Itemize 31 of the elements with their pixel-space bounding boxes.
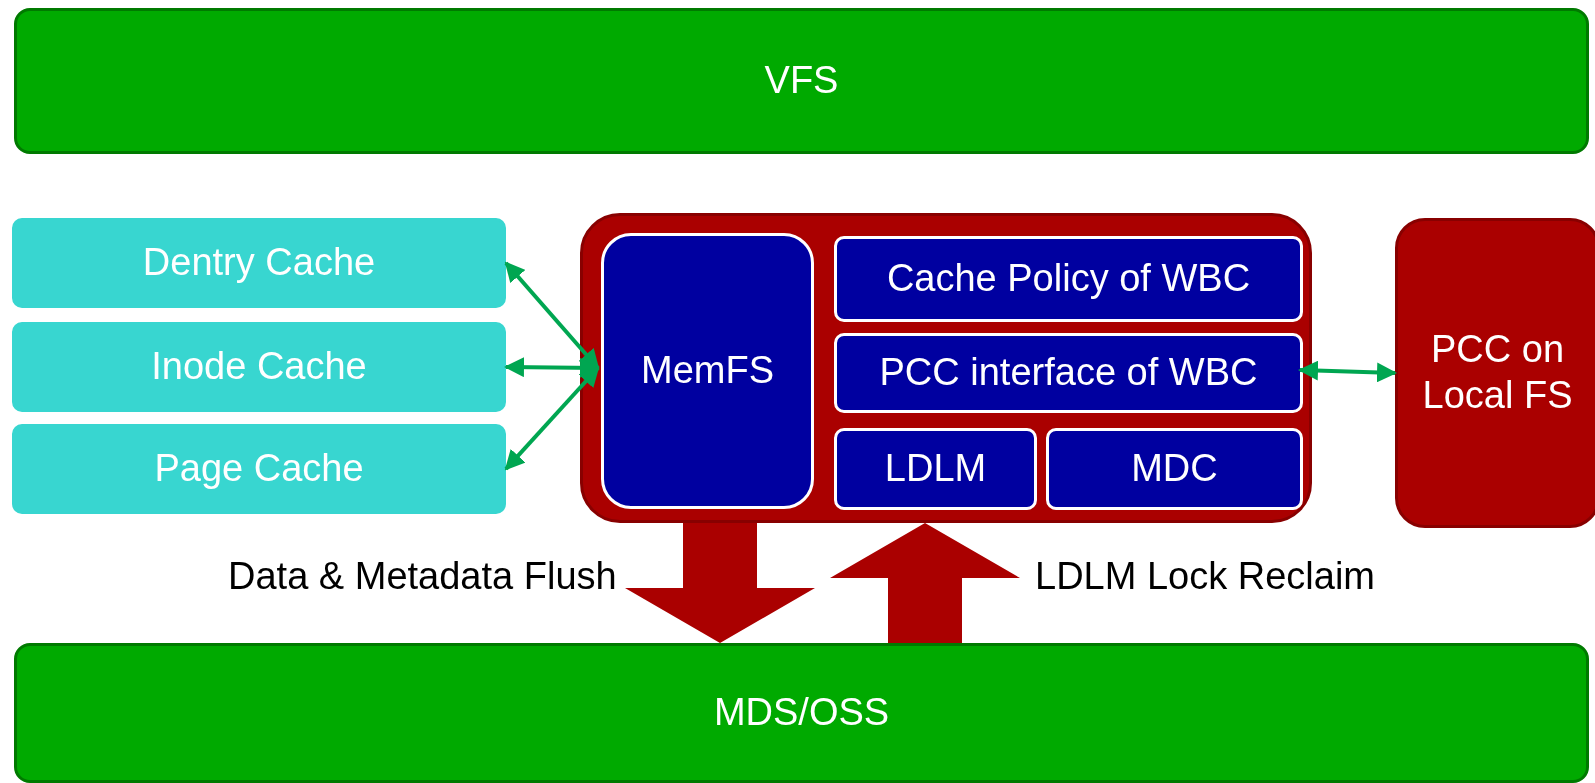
layer-bar: [14, 643, 1589, 783]
node-label: VFS: [764, 58, 839, 104]
block-arrow: [625, 523, 815, 643]
double-arrow: [504, 357, 600, 378]
double-arrow: [1298, 360, 1397, 383]
node-label: MDS/OSS: [713, 690, 890, 736]
edge-label: LDLM Lock Reclaim: [1035, 555, 1375, 598]
component-box: [1046, 428, 1303, 510]
node-label: Inode Cache: [151, 344, 367, 390]
edge-label: Data & Metadata Flush: [228, 555, 617, 598]
cache-box: [12, 424, 506, 514]
node-label: PCC interface of WBC: [879, 350, 1258, 396]
component-box: [834, 428, 1037, 510]
double-arrow: [504, 261, 600, 370]
node-label: Page Cache: [154, 446, 364, 492]
node-label: Cache Policy of WBC: [886, 256, 1251, 302]
cache-box: [12, 322, 506, 412]
component-box: [834, 333, 1303, 413]
node-label: MemFS: [641, 348, 774, 394]
node-label: LDLM: [884, 446, 987, 492]
node-label: Dentry Cache: [142, 240, 376, 286]
layer-bar: [14, 8, 1589, 154]
node-label: MDC: [1131, 446, 1218, 492]
cache-box: [12, 218, 506, 308]
block-arrow: [830, 523, 1020, 643]
node-label: PCC on Local FS: [1421, 327, 1574, 418]
module-container: [580, 213, 1312, 523]
component-box: [601, 233, 814, 509]
storage-box: [1395, 218, 1595, 528]
component-box: [834, 236, 1303, 322]
double-arrow: [504, 366, 600, 471]
